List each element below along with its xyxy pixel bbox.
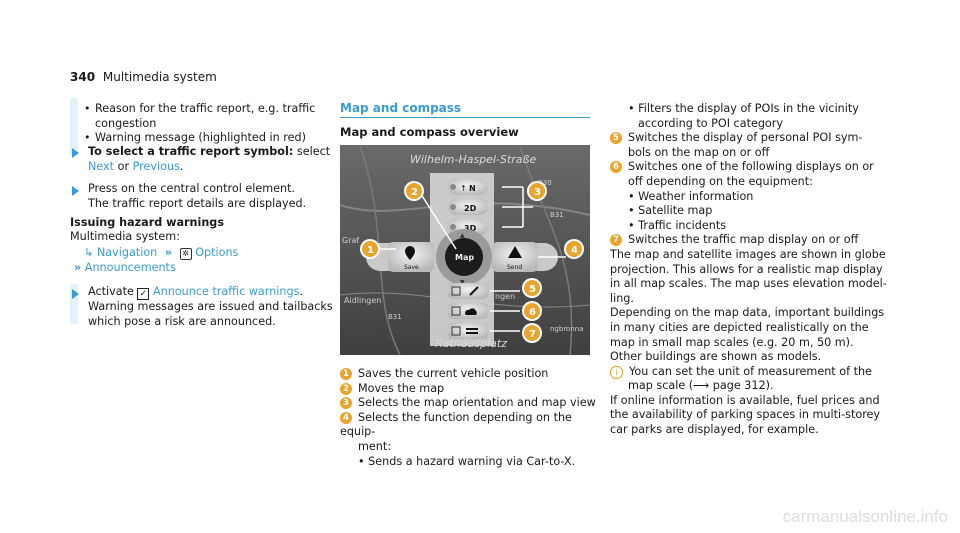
north-up-label: N: [469, 184, 476, 193]
column-right: • Filters the display of POIs in the vic…: [610, 102, 890, 438]
hazard-warning-icon: [508, 246, 522, 258]
activate-step: Activate ✓ Announce traffic warnings. Wa…: [88, 285, 333, 328]
section-name: Multimedia system: [102, 70, 217, 84]
place-label-graf: Graf: [342, 236, 359, 245]
reason-bullet: Reason for the traffic report, e.g. traf…: [95, 102, 316, 130]
info-bar: [70, 284, 78, 324]
location-pin-icon: [405, 246, 415, 260]
watermark: carmanualsonline.info: [782, 507, 948, 526]
warning-bullet: Warning message (highlighted in red): [95, 131, 306, 144]
announce-traffic-warnings-link[interactable]: Announce traffic warnings: [152, 285, 300, 298]
select-traffic-step: To select a traffic report symbol: selec…: [88, 145, 331, 173]
page-header: 340 Multimedia system: [70, 70, 217, 84]
cloud-icon: [465, 308, 477, 315]
north-up-button[interactable]: [448, 179, 488, 195]
step-arrow-icon: [72, 148, 79, 158]
road-label-b30: B30: [538, 179, 552, 187]
nav-path: ↳ Navigation » ✲ Options: [84, 246, 238, 261]
step-arrow-icon: [72, 186, 79, 196]
map-controller-image: Wilhelm-Haspel-Straße Rathausplatz Graf …: [340, 145, 590, 355]
traffic-icon: [466, 328, 478, 334]
filter-bullet: • Filters the display of POIs in the vic…: [628, 102, 859, 115]
checkbox-icon: ✓: [137, 288, 150, 300]
arrow-up-icon: ▲: [460, 232, 465, 239]
page-ref-link[interactable]: page 312).: [709, 379, 774, 393]
svg-text:6: 6: [529, 307, 536, 318]
place-label-aidlingen: Aidlingen: [344, 296, 381, 305]
sub-satellite: • Satellite map: [628, 204, 713, 218]
double-chevron-icon: »: [74, 261, 82, 274]
place-label-right2: ngbronna: [550, 325, 584, 333]
section-title: Map and compass: [340, 101, 462, 115]
road-label-b31: B31: [550, 211, 564, 219]
previous-link[interactable]: Previous: [132, 159, 180, 173]
personal-poi-icon: [469, 286, 479, 296]
send-label: Send: [507, 264, 522, 271]
view-2d-button[interactable]: [448, 199, 488, 215]
save-label: Save: [404, 264, 419, 271]
subsection-title: Map and compass overview: [340, 125, 519, 139]
info-bar: [70, 98, 78, 156]
traffic-button[interactable]: [448, 323, 488, 339]
gear-icon: ✲: [179, 248, 192, 260]
bullet-icon: •: [84, 131, 91, 144]
hazard-system: Multimedia system:: [70, 230, 180, 243]
callout-markers: 1 2 3 4 5 6 7: [360, 181, 584, 343]
personal-poi-button[interactable]: [448, 283, 488, 299]
bullet-icon: •: [84, 102, 91, 115]
svg-text:4: 4: [571, 245, 578, 256]
place-label-right: ngen: [495, 292, 515, 301]
svg-text:3: 3: [534, 187, 541, 198]
north-arrow-icon: ↑: [460, 184, 467, 193]
view-3d-label: 3D: [464, 224, 477, 233]
page-ref-arrow-icon: ⟶: [693, 379, 710, 393]
svg-text:7: 7: [529, 329, 536, 340]
paragraph-buildings: Depending on the map data, important bui…: [610, 306, 885, 364]
path-announcements-link[interactable]: Announcements: [84, 261, 176, 274]
nav-path-2: » Announcements: [74, 261, 176, 276]
path-navigation-link[interactable]: Navigation: [96, 246, 158, 259]
page-number: 340: [70, 70, 96, 84]
map-label: Map: [455, 253, 474, 262]
svg-text:2: 2: [411, 187, 418, 198]
press-control-step: Press on the central control element. Th…: [88, 182, 307, 210]
svg-text:5: 5: [529, 284, 536, 295]
view-2d-label: 2D: [464, 204, 477, 213]
enter-arrow-icon: ↳: [84, 246, 94, 259]
street-label-top: Wilhelm-Haspel-Straße: [410, 153, 536, 166]
arrow-down-icon: ▼: [460, 279, 465, 286]
road-label-b31b: B31: [388, 313, 402, 321]
sub-weather: • Weather information: [628, 189, 754, 203]
next-link[interactable]: Next: [88, 159, 115, 173]
step-arrow-icon: [72, 289, 79, 299]
section-rule: [340, 117, 590, 118]
svg-text:1: 1: [367, 245, 374, 256]
double-chevron-icon: »: [164, 246, 173, 259]
paragraph-online: If online information is available, fuel…: [610, 393, 881, 437]
paragraph-globe: The map and satellite images are shown i…: [610, 247, 887, 305]
path-options-link[interactable]: Options: [195, 246, 239, 259]
sub-traffic: • Traffic incidents: [628, 218, 727, 232]
hazard-heading: Issuing hazard warnings: [70, 216, 224, 229]
legend-subitem: • Sends a hazard warning via Car-to-X.: [358, 454, 576, 468]
info-icon: i: [610, 365, 623, 379]
